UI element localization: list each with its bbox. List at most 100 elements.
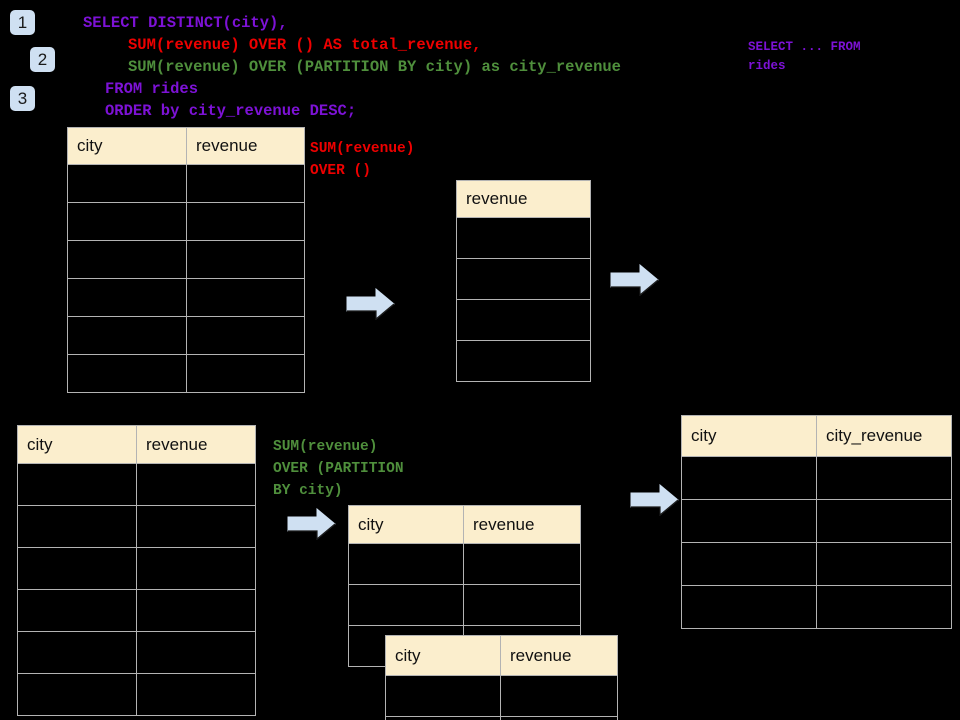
cell-city (67, 316, 187, 355)
side-note-line-1: SELECT ... FROM (748, 40, 861, 54)
cell-revenue (500, 675, 618, 717)
cell-revenue (136, 589, 256, 632)
cell-revenue (186, 164, 305, 203)
annotation-partition-line-3: BY city) (273, 483, 343, 499)
arrow-partition-to-result (630, 484, 679, 516)
table-row (681, 499, 952, 543)
cell-city (67, 164, 187, 203)
cell-city (67, 278, 187, 317)
cell-city (681, 542, 817, 586)
column-header-city: city (67, 127, 187, 165)
cell-city (385, 675, 501, 717)
cell-city (681, 585, 817, 629)
cell-city-revenue (816, 542, 952, 586)
cell-city (681, 456, 817, 500)
cell-revenue (463, 584, 581, 626)
cell-city-revenue (816, 456, 952, 500)
table-row (67, 354, 305, 393)
cell-city (348, 584, 464, 626)
table-row (17, 631, 256, 674)
cell-city (17, 673, 137, 716)
table-row (456, 340, 591, 382)
annotation-total-line-2: OVER () (310, 163, 371, 179)
cell-city (67, 202, 187, 241)
cell-revenue (186, 354, 305, 393)
annotation-partition-line-2: OVER (PARTITION (273, 461, 404, 477)
cell-revenue (186, 278, 305, 317)
partition-table-front: city revenue (385, 635, 618, 720)
cell-city (681, 499, 817, 543)
cell-revenue (186, 202, 305, 241)
table-row (681, 542, 952, 586)
table-header-row: city revenue (67, 127, 305, 165)
column-header-revenue: revenue (456, 180, 591, 218)
table-header-row: revenue (456, 180, 591, 218)
step-badge-2: 2 (30, 47, 55, 72)
column-header-city: city (681, 415, 817, 457)
table-row (17, 463, 256, 506)
column-header-revenue: revenue (500, 635, 618, 676)
cell-revenue (136, 673, 256, 716)
cell-city-revenue (816, 499, 952, 543)
cell-city (67, 240, 187, 279)
column-header-revenue: revenue (186, 127, 305, 165)
cell-revenue (456, 217, 591, 259)
table-header-row: city revenue (348, 505, 581, 544)
cell-city (17, 463, 137, 506)
table-row (456, 217, 591, 259)
table-row (67, 278, 305, 317)
rides-table-bottom: city revenue (17, 425, 256, 716)
rides-table-top: city revenue (67, 127, 305, 393)
cell-city (17, 505, 137, 548)
cell-city (385, 716, 501, 720)
table-row (67, 316, 305, 355)
cell-revenue (136, 463, 256, 506)
cell-revenue (186, 240, 305, 279)
column-header-city: city (348, 505, 464, 544)
cell-revenue (456, 340, 591, 382)
table-row (681, 456, 952, 500)
cell-revenue (463, 543, 581, 585)
column-header-city-revenue: city_revenue (816, 415, 952, 457)
table-row (17, 505, 256, 548)
table-row (67, 202, 305, 241)
cell-city (67, 354, 187, 393)
table-row (67, 240, 305, 279)
table-row (385, 716, 618, 720)
table-row (17, 547, 256, 590)
cell-revenue (136, 547, 256, 590)
arrow-rides-to-partition (287, 508, 336, 540)
step-badge-1: 1 (10, 10, 35, 35)
table-header-row: city revenue (17, 425, 256, 464)
cell-city (17, 631, 137, 674)
column-header-revenue: revenue (463, 505, 581, 544)
cell-revenue (500, 716, 618, 720)
table-row (17, 673, 256, 716)
side-note-line-2: rides (748, 59, 786, 73)
sql-line-from: FROM rides (105, 80, 199, 98)
cell-revenue (186, 316, 305, 355)
table-row (348, 584, 581, 626)
column-header-city: city (17, 425, 137, 464)
cell-city (17, 547, 137, 590)
arrow-total-to-result (610, 264, 659, 296)
table-row (456, 258, 591, 300)
table-header-row: city revenue (385, 635, 618, 676)
table-row (456, 299, 591, 341)
cell-city (17, 589, 137, 632)
cell-revenue (456, 258, 591, 300)
table-row (385, 675, 618, 717)
sql-line-order-by: ORDER by city_revenue DESC; (105, 102, 357, 120)
sql-line-select: SELECT DISTINCT(city), (83, 14, 288, 32)
result-table: city city_revenue (681, 415, 952, 629)
table-row (681, 585, 952, 629)
arrow-rides-to-total (346, 288, 395, 320)
table-row (348, 543, 581, 585)
column-header-revenue: revenue (136, 425, 256, 464)
annotation-partition-line-1: SUM(revenue) (273, 439, 378, 455)
cell-city (348, 543, 464, 585)
table-row (67, 164, 305, 203)
sql-line-total-revenue: SUM(revenue) OVER () AS total_revenue, (128, 36, 482, 54)
step-badge-3: 3 (10, 86, 35, 111)
table-header-row: city city_revenue (681, 415, 952, 457)
